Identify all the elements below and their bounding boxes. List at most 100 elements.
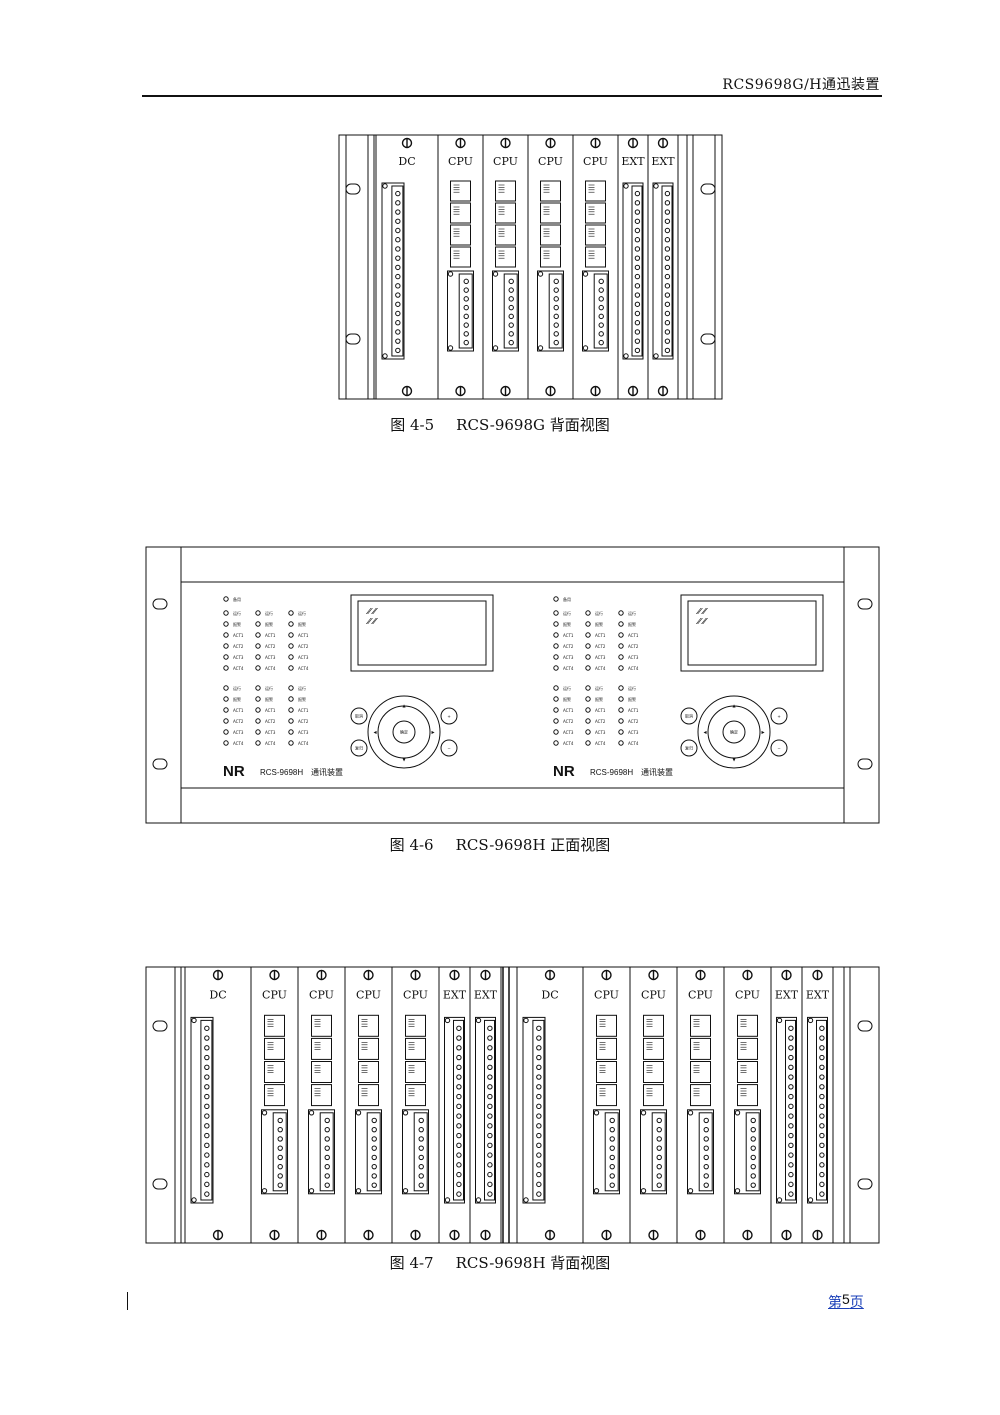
led-label: ACT2: [265, 644, 276, 649]
rj45-port: [405, 1037, 426, 1060]
port-outline: [495, 224, 516, 246]
terminal-hole: [819, 1045, 825, 1051]
rj45-port: [311, 1037, 332, 1060]
cancel-key: [680, 707, 698, 725]
terminal-hole: [371, 1136, 377, 1142]
strip-screw: [807, 1197, 814, 1203]
terminal-hole: [487, 1113, 493, 1119]
terminal-hole: [487, 1045, 493, 1051]
rj45-port: [358, 1061, 379, 1083]
lcd-frame: [680, 594, 824, 672]
rj45-port: [450, 202, 471, 224]
terminal-hole: [598, 304, 604, 311]
port-outline: [450, 202, 471, 224]
ok-key: [722, 720, 746, 744]
strip-screw: [687, 1110, 694, 1116]
rj45-port: [585, 224, 606, 246]
port-outline: [405, 1014, 426, 1037]
terminal-hole: [456, 1074, 462, 1080]
led-label: ACT2: [298, 719, 309, 724]
terminal-hole: [204, 1084, 210, 1090]
screw-icon: [657, 385, 669, 397]
mounting-slot: [857, 758, 873, 770]
mounting-slot: [152, 758, 168, 770]
terminal-hole: [634, 320, 641, 326]
page-number-link[interactable]: 第5页: [828, 1291, 864, 1312]
terminal-hole: [536, 1074, 542, 1080]
terminal-housing: [582, 270, 609, 352]
terminal-hole: [536, 1054, 542, 1061]
terminal-hole: [598, 278, 604, 285]
terminal-hole: [463, 278, 469, 285]
led-label: 运行: [628, 610, 636, 616]
strip-screw: [776, 1197, 783, 1203]
rj45-port: [737, 1014, 758, 1037]
screw-icon: [316, 969, 327, 981]
cancel-key-label: 取消: [355, 713, 363, 719]
screw-icon: [363, 969, 374, 981]
terminal-hole: [204, 1123, 210, 1129]
port-outline: [540, 246, 561, 268]
rj45-port: [737, 1037, 758, 1060]
model-label: RCS-9698H: [590, 768, 633, 777]
minus-key-label: −: [447, 746, 450, 751]
module-cpu: CPU: [572, 135, 609, 399]
lcd-screen: [687, 600, 817, 666]
strip-screw: [492, 271, 499, 277]
terminal-hole: [456, 1045, 462, 1051]
module-label: CPU: [493, 155, 518, 168]
port-outline: [540, 224, 561, 246]
led-label: 报警: [298, 696, 306, 702]
status-led: [585, 740, 591, 746]
terminal-hole: [634, 310, 641, 317]
module-ext: EXT: [647, 135, 675, 399]
terminal-block: [661, 185, 673, 357]
terminal-hole: [664, 273, 671, 280]
port-outline: [311, 1037, 332, 1060]
terminal-hole: [508, 322, 514, 328]
rj45-port: [690, 1037, 711, 1060]
status-led: [223, 610, 229, 616]
terminal-hole: [634, 246, 641, 252]
strip-screw: [640, 1110, 647, 1116]
terminal-hole: [609, 1173, 615, 1179]
module-cpu: CPU: [482, 135, 519, 399]
screw-icon: [695, 1229, 706, 1241]
status-led: [288, 696, 294, 702]
terminal-hole: [553, 339, 559, 346]
led-label: ACT1: [595, 708, 606, 713]
rj45-port: [358, 1037, 379, 1060]
rj45-port: [405, 1084, 426, 1107]
strip-screw: [734, 1188, 741, 1194]
screw-icon: [212, 969, 224, 981]
cpu-terminal-strip: [355, 1109, 382, 1195]
mounting-slot: [700, 333, 716, 345]
led-label: ACT3: [298, 730, 309, 735]
up-arrow-icon: ▲: [732, 703, 736, 708]
port-outline: [540, 202, 561, 224]
port-outline: [596, 1037, 617, 1060]
rj45-port: [405, 1014, 426, 1037]
terminal-hole: [788, 1142, 794, 1149]
terminal-hole: [703, 1136, 709, 1142]
terminal-housing: [522, 1016, 546, 1204]
strip-screw: [593, 1188, 600, 1194]
rj45-port: [450, 246, 471, 268]
terminal-block: [391, 185, 404, 357]
minus-key: [440, 739, 458, 757]
led-label: ACT3: [628, 730, 639, 735]
ext-terminal-strip: [444, 1016, 465, 1204]
cpu-terminal-strip: [593, 1109, 620, 1195]
strip-screw: [261, 1188, 268, 1194]
screw-icon: [590, 385, 601, 397]
terminal-hole: [656, 1182, 662, 1188]
terminal-hole: [656, 1154, 662, 1161]
terminal-hole: [664, 246, 671, 252]
module-ext: EXT: [770, 967, 799, 1243]
terminal-hole: [750, 1182, 756, 1188]
running-header: RCS9698G/H通迅装置: [722, 77, 880, 93]
terminal-hole: [536, 1152, 542, 1158]
